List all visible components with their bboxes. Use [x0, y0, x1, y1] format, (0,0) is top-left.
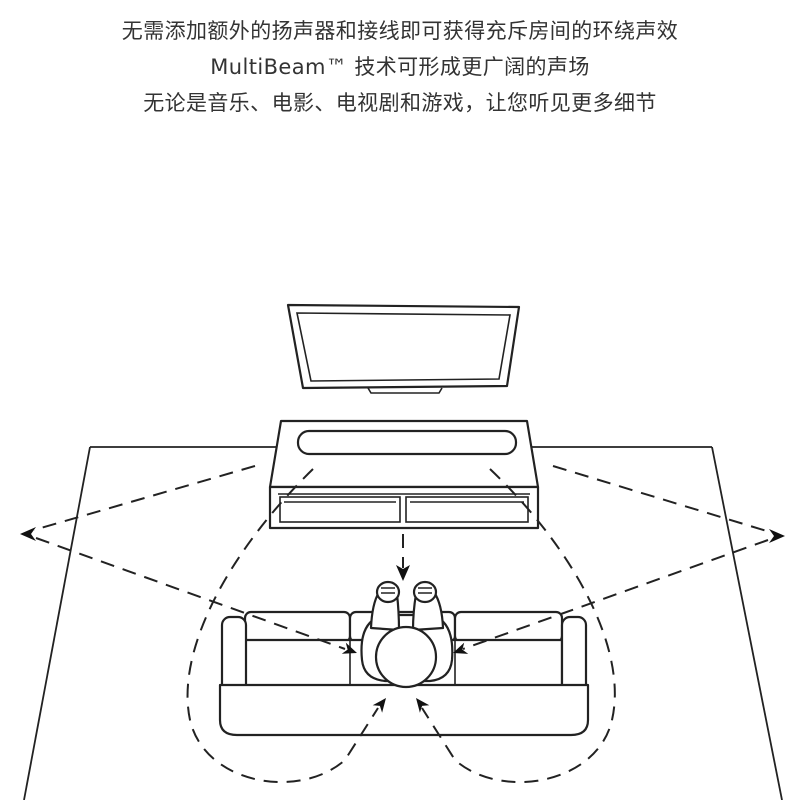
beam-left-out — [33, 465, 256, 531]
tv-icon — [286, 303, 521, 394]
arrow-down-icon — [396, 565, 410, 581]
tv-cabinet — [268, 419, 540, 530]
beam-left-wrap — [186, 468, 379, 783]
sofa-armrest-left — [220, 615, 248, 695]
beam-left-reflect — [35, 537, 346, 650]
tv-stand — [367, 387, 443, 394]
sofa-back-cushion-left — [243, 610, 352, 644]
room-left-edge — [23, 446, 91, 800]
cabinet-compartment-left — [279, 496, 401, 523]
tv-screen — [296, 312, 511, 382]
tv-frame — [286, 303, 521, 390]
listener-hand-right — [412, 580, 438, 604]
sofa-armrest-right — [560, 615, 588, 695]
room-right-edge — [711, 446, 783, 800]
header-line-1: 无需添加额外的扬声器和接线即可获得充斥房间的环绕声效 — [121, 19, 679, 43]
sofa-front — [218, 683, 590, 737]
arrow-rear-left-icon — [372, 698, 386, 713]
arrow-rear-right-icon — [416, 698, 430, 713]
listener-person-icon — [360, 580, 454, 689]
arrow-listener-left-icon — [341, 642, 357, 654]
arrow-right-icon — [769, 529, 785, 543]
header-text: 无需添加额外的扬声器和接线即可获得充斥房间的环绕声效 MultiBeam™ 技术… — [0, 13, 800, 121]
beam-right-out — [552, 465, 771, 533]
header-line-2: MultiBeam™ 技术可形成更广阔的声场 — [210, 55, 590, 79]
arrow-left-icon — [20, 527, 36, 541]
beam-right-wrap — [421, 468, 616, 784]
arrowheads — [20, 527, 785, 713]
sound-beams — [33, 465, 771, 784]
beam-right-reflect — [462, 539, 769, 650]
listener-hand-left — [375, 580, 401, 604]
listener-head — [374, 625, 438, 689]
arrow-listener-right-icon — [453, 642, 469, 654]
listener-fingers-left — [381, 587, 395, 594]
header-line-3: 无论是音乐、电影、电视剧和游戏，让您听见更多细节 — [143, 91, 657, 115]
soundbar-icon — [296, 429, 518, 456]
sofa-back-cushion-right — [453, 610, 564, 644]
listener-fingers-right — [418, 587, 432, 594]
